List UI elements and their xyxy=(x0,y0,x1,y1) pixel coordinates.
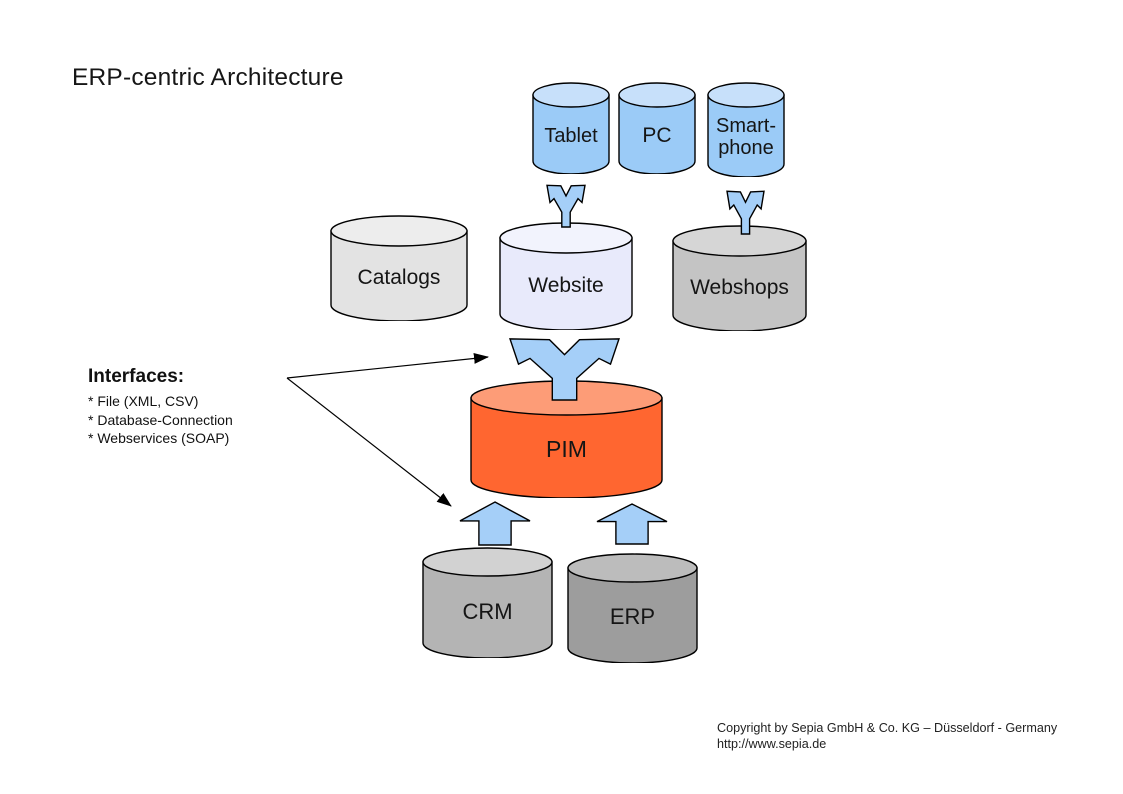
crm-cylinder: CRM xyxy=(422,547,553,658)
interfaces-item-file: * File (XML, CSV) xyxy=(88,393,199,409)
website-label: Website xyxy=(528,274,604,298)
pointer-arrow-interfaces-to-split-arrow xyxy=(286,352,489,379)
erp-cylinder: ERP xyxy=(567,553,698,663)
erp-label: ERP xyxy=(609,604,656,629)
webshops-label: Webshops xyxy=(690,276,789,300)
arrow-erp-to-pim xyxy=(595,502,669,546)
arrow-crm-to-pim xyxy=(458,500,532,547)
interfaces-heading: Interfaces: xyxy=(88,366,185,387)
copyright-url: http://www.sepia.de xyxy=(717,736,827,751)
tablet-label: Tablet xyxy=(544,124,598,147)
interfaces-item-database: * Database-Connection xyxy=(88,411,233,428)
copyright-line: Copyright by Sepia GmbH & Co. KG – Düsse… xyxy=(717,721,1058,735)
pim-label: PIM xyxy=(546,436,587,463)
arrow-website-to-devices xyxy=(544,182,588,229)
pc-label: PC xyxy=(642,124,672,148)
pc-cylinder: PC xyxy=(618,82,696,174)
interfaces-item-webservices: * Webservices (SOAP) xyxy=(88,430,230,446)
page-title: ERP-centric Architecture xyxy=(72,64,344,91)
smartphone-cylinder: Smart-phone xyxy=(707,82,785,177)
pointer-arrow-interfaces-to-crm-arrow xyxy=(286,377,452,507)
smartphone-label: Smart-phone xyxy=(716,115,776,160)
arrow-pim-to-channels xyxy=(505,335,624,402)
interfaces-legend: Interfaces: * File (XML, CSV) * Database… xyxy=(88,366,233,448)
website-cylinder: Website xyxy=(499,222,633,330)
catalogs-cylinder: Catalogs xyxy=(330,215,468,321)
crm-label: CRM xyxy=(462,598,513,624)
arrow-webshops-to-smartphone xyxy=(724,188,767,236)
webshops-cylinder: Webshops xyxy=(672,225,807,331)
catalogs-label: Catalogs xyxy=(357,266,441,290)
tablet-cylinder: Tablet xyxy=(532,82,610,174)
copyright-footer: Copyright by Sepia GmbH & Co. KG – Düsse… xyxy=(717,721,1057,752)
